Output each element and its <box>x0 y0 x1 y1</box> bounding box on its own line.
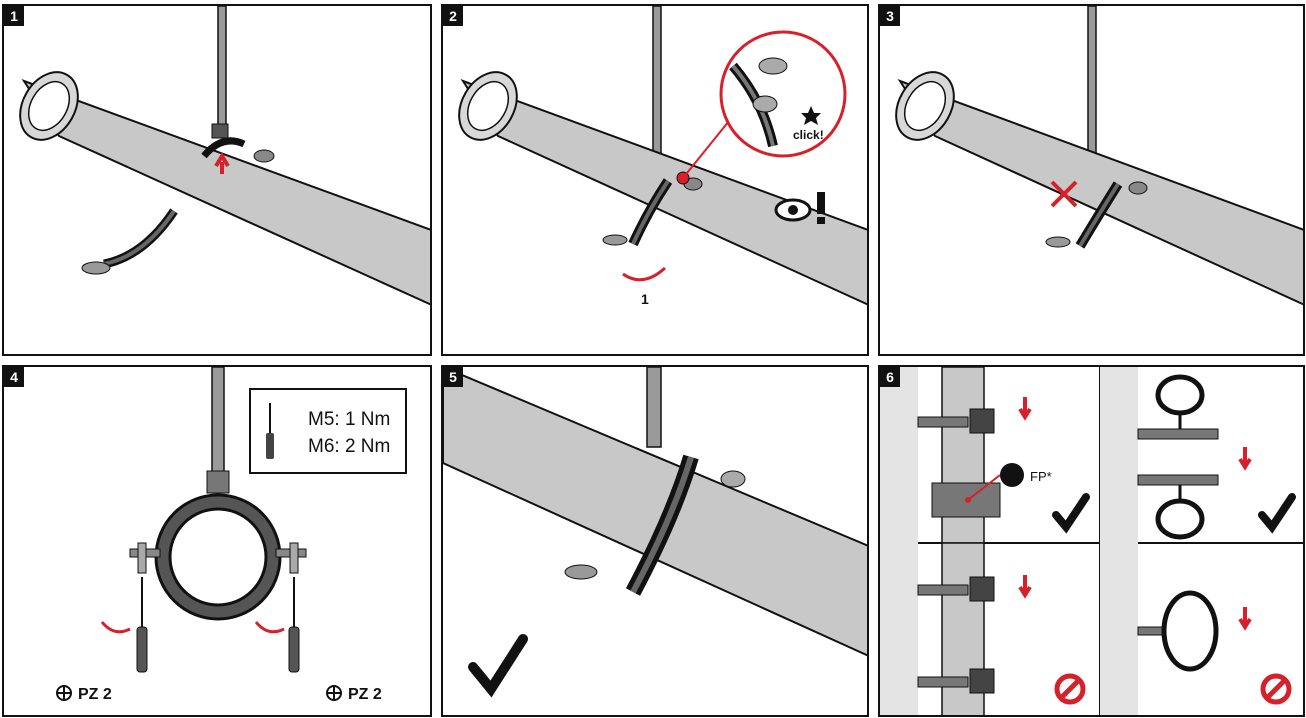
down-arrow-icon <box>1018 397 1032 421</box>
step-number: 5 <box>443 367 463 387</box>
down-arrow-icon <box>1238 447 1252 471</box>
threaded-rod <box>646 367 662 448</box>
sub-panel-vertical-ok: FP* <box>880 367 1090 544</box>
step-panel-4: 4 M5: 1 Nm M6: 2 Nm <box>2 365 432 717</box>
rotate-check-arrows-icon <box>1050 180 1078 208</box>
pipe <box>19 71 430 306</box>
book-icon <box>1000 463 1024 487</box>
screwdriver-left <box>136 577 148 673</box>
star-icon <box>801 106 821 125</box>
eye-icon <box>774 198 812 222</box>
phillips-icon <box>326 685 342 701</box>
no-icon <box>1260 673 1292 705</box>
threaded-rod <box>217 6 227 132</box>
step-number: 1 <box>4 6 24 26</box>
rotate-arrow-icon <box>254 621 285 634</box>
closed-clamp <box>1045 181 1148 249</box>
step-5-illustration <box>443 367 867 698</box>
exclamation-icon <box>817 192 825 224</box>
step-panel-2: 2 click! 1 <box>441 4 869 356</box>
threaded-rod <box>1087 6 1097 167</box>
step-panel-6: 6 FP* <box>878 365 1305 717</box>
check-icon <box>1258 493 1296 534</box>
step-panel-5: 5 <box>441 365 869 717</box>
step-2-illustration: click! 1 <box>458 6 867 307</box>
fp-label: FP* <box>1030 469 1052 484</box>
step-number: 6 <box>880 367 900 387</box>
down-arrow-icon <box>1018 575 1032 599</box>
pipe <box>443 367 867 657</box>
no-icon <box>1054 673 1086 705</box>
pipe <box>895 71 1303 306</box>
step-panel-1: 1 <box>2 4 432 356</box>
torque-box <box>249 388 407 474</box>
rotate-arrow-icon <box>622 266 667 282</box>
clamp-lower-half <box>81 208 178 275</box>
step-4-illustration: M5: 1 Nm M6: 2 Nm PZ 2 PZ 2 <box>56 367 407 703</box>
push-arrow-icon <box>214 152 230 174</box>
phillips-icon <box>56 685 72 701</box>
step-panel-3: 3 <box>878 4 1305 356</box>
threaded-rod <box>211 367 225 478</box>
check-icon <box>468 634 528 698</box>
sub-panel-horizontal-no <box>1100 543 1292 715</box>
sub-panel-vertical-no <box>880 542 1086 715</box>
down-arrow-icon <box>1238 607 1252 631</box>
step-number: 3 <box>880 6 900 26</box>
sub-panel-horizontal-ok <box>1100 367 1296 543</box>
step-1-illustration <box>19 6 430 306</box>
closed-clamp <box>564 454 746 596</box>
step-3-illustration <box>895 6 1303 306</box>
step-number: 4 <box>4 367 24 387</box>
clamp-ring <box>154 493 282 621</box>
clamp-flange-right <box>275 542 307 574</box>
step-number: 2 <box>443 6 463 26</box>
click-label: click! <box>793 128 824 142</box>
rotation-label: 1 <box>641 291 649 307</box>
driver-left-label: PZ 2 <box>78 686 112 703</box>
driver-right-label: PZ 2 <box>348 686 382 703</box>
screwdriver-right <box>288 577 300 673</box>
rotate-arrow-icon <box>100 621 131 634</box>
clamp-flange-left <box>129 542 161 574</box>
torque-screwdriver-icon <box>266 403 274 459</box>
closed-clamp <box>602 177 703 247</box>
torque-line-1: M5: 1 Nm <box>308 409 390 430</box>
clamp-upper-half <box>201 123 275 163</box>
step-6-illustration: FP* <box>880 367 1303 715</box>
detail-magnifier <box>719 30 847 158</box>
torque-line-2: M6: 2 Nm <box>308 436 390 457</box>
check-icon <box>1052 493 1090 534</box>
threaded-rod <box>652 6 662 162</box>
